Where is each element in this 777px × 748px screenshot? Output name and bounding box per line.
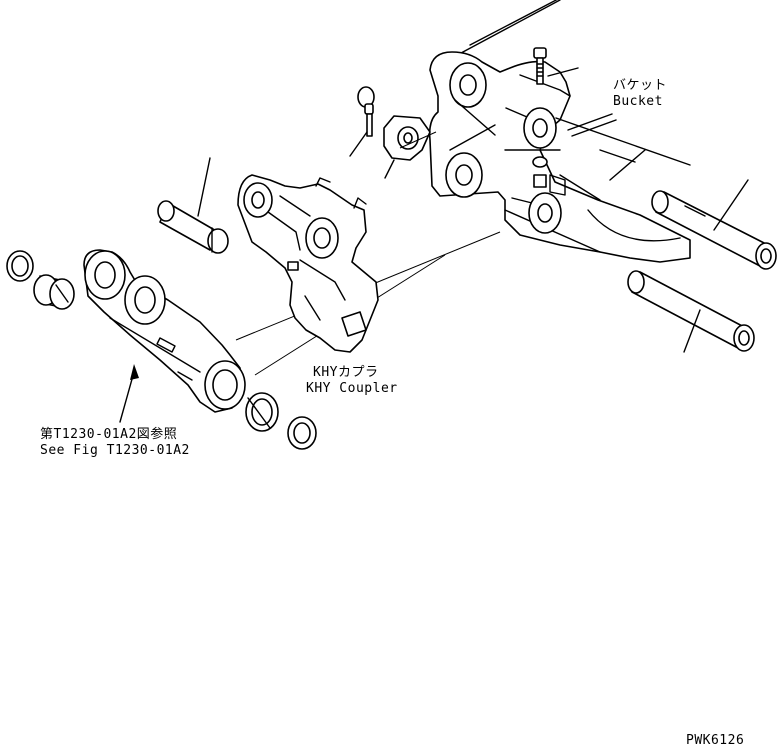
bushing-left-outer (6, 250, 34, 282)
pin-upper-right (651, 179, 777, 270)
reference-label-jp: 第T1230-01A2図参照 (40, 427, 178, 442)
bushing-left (33, 274, 75, 310)
nut-washer (532, 156, 566, 196)
bucket (428, 0, 691, 263)
bushing-right (245, 392, 279, 432)
reference-label-en: See Fig T1230-01A2 (40, 443, 190, 458)
link-assembly (83, 249, 246, 413)
bucket-label-en: Bucket (613, 94, 663, 109)
reference-arrow (119, 364, 139, 423)
cam-plate (383, 115, 431, 179)
coupler-label-en: KHY Coupler (306, 381, 398, 396)
bushing-right-outer (287, 416, 317, 450)
pin-short (157, 157, 229, 254)
bolt (533, 47, 579, 85)
drawing-code: PWK6126 (686, 733, 745, 748)
bucket-label-jp: バケット (613, 78, 668, 93)
lock-pin (349, 86, 375, 157)
pin-lower-right (627, 270, 755, 353)
khy-coupler (237, 174, 379, 353)
coupler-label-jp: KHYカプラ (313, 365, 379, 380)
